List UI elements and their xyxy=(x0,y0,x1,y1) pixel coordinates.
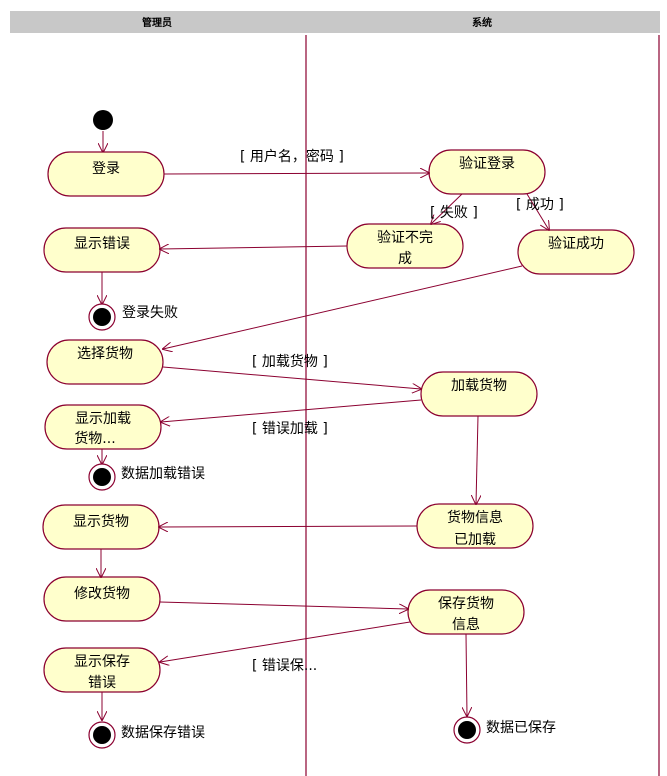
flow-modify-to-save xyxy=(159,601,408,609)
end-label-saved: 数据已保存 xyxy=(486,720,556,736)
guard-credentials: [ 用户名，密码 ] xyxy=(240,148,344,165)
end-label-login-failed: 登录失败 xyxy=(122,305,178,321)
guard-save-error: [ 错误保... xyxy=(252,658,317,674)
flow-loaded-to-show-goods xyxy=(159,526,418,527)
flow-choose-to-load xyxy=(162,366,421,389)
start-node xyxy=(93,110,113,130)
activity-show-goods-label: 显示货物 xyxy=(73,513,129,530)
activity-save-goods-line2: 信息 xyxy=(452,616,480,633)
guard-load-error: [ 错误加载 ] xyxy=(252,421,328,437)
flow-load-to-loaded xyxy=(476,415,478,504)
guard-fail: [ 失败 ] xyxy=(430,205,478,221)
swimlane-header-bar xyxy=(10,11,660,33)
activity-load-goods[interactable] xyxy=(420,371,538,417)
end-label-save-error: 数据保存错误 xyxy=(121,725,205,741)
flow-login-to-verify xyxy=(163,173,429,174)
activity-load-goods-label: 加载货物 xyxy=(451,377,507,394)
activity-show-error-label: 显示错误 xyxy=(74,236,130,252)
swimlane-title-admin: 管理员 xyxy=(142,16,172,29)
guard-success: [ 成功 ] xyxy=(516,197,564,213)
flow-load-to-load-error xyxy=(161,399,422,422)
end-node-save-error-dot xyxy=(93,726,111,744)
activity-show-load-error-line2: 货物... xyxy=(74,430,115,447)
activity-goods-loaded-line1: 货物信息 xyxy=(447,509,503,526)
activity-show-load-error[interactable] xyxy=(44,404,162,450)
flow-verify-to-ok xyxy=(526,193,549,230)
activity-show-save-error-line2: 错误 xyxy=(88,675,116,691)
activity-show-save-error-line1: 显示保存 xyxy=(74,654,130,670)
activity-save-goods-line1: 保存货物 xyxy=(438,595,494,612)
activity-choose-goods[interactable] xyxy=(46,339,164,385)
activity-verify-login-label: 验证登录 xyxy=(459,156,515,172)
activity-login-label: 登录 xyxy=(92,161,120,177)
end-label-load-error: 数据加载错误 xyxy=(121,466,205,482)
guard-load: [ 加载货物 ] xyxy=(252,353,328,370)
activity-verify-ok[interactable] xyxy=(517,229,635,275)
activity-verify-fail-line2: 成 xyxy=(398,251,412,267)
flow-ok-to-choose-goods xyxy=(163,265,523,349)
end-node-saved-dot xyxy=(458,721,476,739)
flow-save-to-saved xyxy=(466,633,467,716)
end-node-login-failed-dot xyxy=(93,308,111,326)
activity-goods-loaded-line2: 已加载 xyxy=(454,532,496,548)
activity-verify-ok-label: 验证成功 xyxy=(548,236,604,252)
activity-show-load-error-line1: 显示加载 xyxy=(75,411,131,427)
flow-verify-to-fail xyxy=(431,193,463,224)
flow-save-to-save-error xyxy=(160,621,411,662)
end-node-load-error-dot xyxy=(93,468,111,486)
activity-modify-goods-label: 修改货物 xyxy=(74,585,130,602)
activity-choose-goods-label: 选择货物 xyxy=(77,345,133,362)
flow-fail-to-show-error xyxy=(160,246,348,249)
swimlane-title-system: 系统 xyxy=(472,16,492,29)
activity-verify-fail-line1: 验证不完 xyxy=(377,230,433,246)
